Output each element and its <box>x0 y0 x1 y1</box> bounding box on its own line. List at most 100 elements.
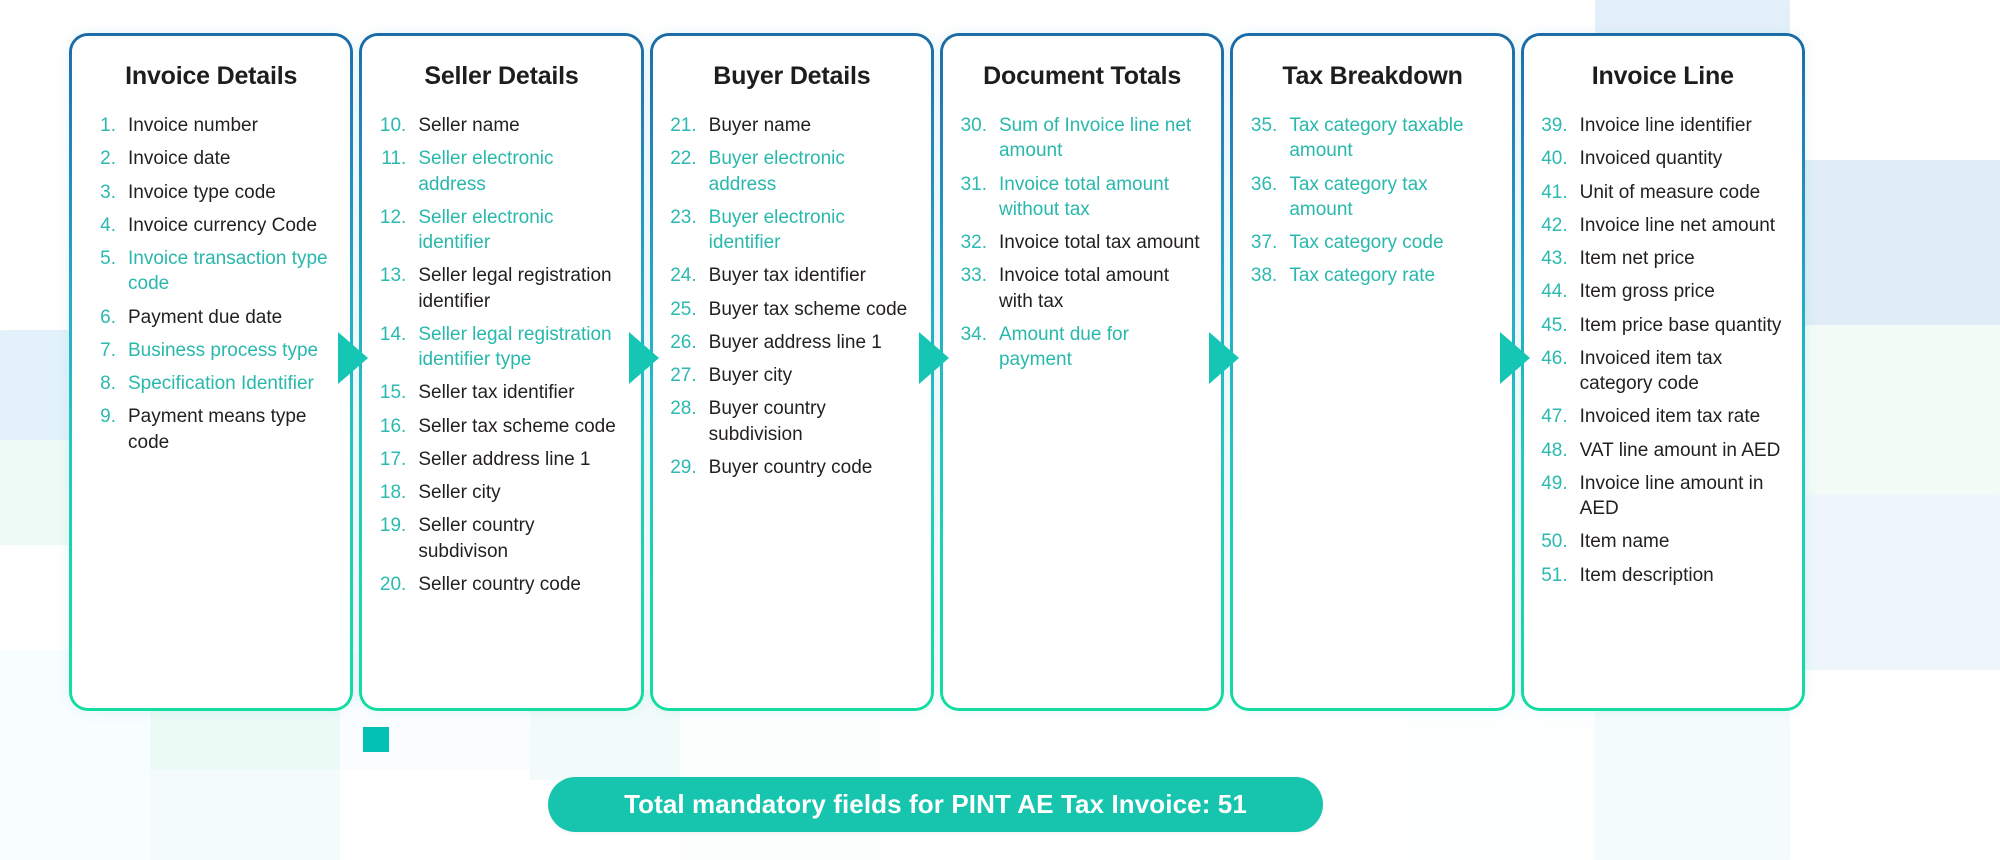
field-label: Seller tax identifier <box>418 382 575 404</box>
field-number: 41. <box>1541 181 1568 203</box>
field-item: 24. Buyer tax identifier <box>669 263 915 288</box>
field-label: Seller electronic address <box>418 148 554 195</box>
card-title: Tax Breakdown <box>1282 62 1463 90</box>
field-item: 35.Tax category taxable amount <box>1249 113 1495 164</box>
field-label: Unit of measure code <box>1579 181 1761 203</box>
field-item: 49. Invoice line amount in AED <box>1540 471 1786 522</box>
field-item: 20. Seller country code <box>378 572 624 597</box>
field-number: 18. <box>379 482 407 504</box>
field-item: 16.Seller tax scheme code <box>378 414 624 439</box>
field-label: Invoice total tax amount <box>998 232 1200 254</box>
flow-arrow-icon <box>629 332 659 384</box>
field-number: 44. <box>1541 281 1568 303</box>
field-number: 8. <box>100 373 116 395</box>
total-fields-banner: Total mandatory fields for PINT AE Tax I… <box>548 777 1323 832</box>
field-item: 34.Amount due for payment <box>959 322 1205 373</box>
field-label: Invoiced item tax category code <box>1579 347 1723 395</box>
field-label: Tax category code <box>1289 232 1444 254</box>
field-item: 25.Buyer tax scheme code <box>669 297 915 322</box>
square-accent <box>363 727 389 752</box>
flow-arrow-icon <box>1209 332 1239 384</box>
field-number: 13. <box>379 265 407 287</box>
field-label: Amount due for payment <box>998 323 1129 371</box>
field-label: Seller electronic identifier <box>418 206 554 254</box>
field-item: 26.Buyer address line 1 <box>669 330 915 355</box>
field-number: 19. <box>379 515 407 537</box>
field-number: 20. <box>379 573 407 595</box>
field-number: 3. <box>100 181 116 203</box>
field-number: 5. <box>100 248 116 270</box>
field-number: 11. <box>381 148 407 170</box>
background-block <box>1790 670 2000 860</box>
field-label: Seller address line 1 <box>418 448 591 470</box>
field-item: 37.Tax category code <box>1249 230 1495 255</box>
field-item: 6.Payment due date <box>88 305 334 330</box>
field-number: 47. <box>1541 406 1568 428</box>
field-label: VAT line amount in AED <box>1579 439 1781 461</box>
field-number: 26. <box>670 331 697 353</box>
field-number: 23. <box>670 206 697 228</box>
field-label: Buyer city <box>708 365 793 387</box>
field-label: Seller legal registration identifier typ… <box>418 323 612 371</box>
field-list: 39.Invoice line identifier 40. Invoiced qu… <box>1540 113 1786 588</box>
field-label: Seller country code <box>418 573 581 595</box>
field-label: Invoice line amount in AED <box>1579 472 1764 520</box>
field-item: 14.Seller legal registration identifier … <box>378 322 624 373</box>
field-number: 21. <box>670 115 697 136</box>
field-label: Invoiced item tax rate <box>1579 406 1761 428</box>
field-label: Buyer electronic address <box>708 148 845 195</box>
field-number: 15. <box>379 382 407 404</box>
field-label: Seller tax scheme code <box>418 415 616 437</box>
field-label: Tax category tax amount <box>1289 173 1428 220</box>
field-list: 30.Sum of Invoice line net amount 31.Invo… <box>959 113 1205 372</box>
field-number: 4. <box>100 214 116 236</box>
flow-arrow-icon <box>1500 332 1530 384</box>
field-label: Buyer tax identifier <box>708 265 867 287</box>
field-number: 46. <box>1541 347 1568 369</box>
field-item: 23.Buyer electronic identifier <box>669 205 915 256</box>
field-label: Seller city <box>418 482 501 504</box>
field-item: 28.Buyer country subdivision <box>669 396 915 447</box>
field-item: 42.Invoice line net amount <box>1540 213 1786 238</box>
field-label: Tax category rate <box>1289 265 1436 287</box>
field-number: 28. <box>670 398 697 420</box>
field-number: 24. <box>670 265 697 287</box>
field-label: Payment means type code <box>128 406 307 453</box>
flow-arrow-icon <box>338 332 368 384</box>
field-label: Item price base quantity <box>1579 314 1782 336</box>
field-number: 35. <box>1250 115 1278 136</box>
card-title: Seller Details <box>424 62 579 90</box>
field-item: 45. Item price base quantity <box>1540 313 1786 338</box>
background-block <box>150 770 340 860</box>
field-number: 17. <box>379 448 407 470</box>
field-number: 1. <box>100 115 116 136</box>
field-item: 7.Business process type <box>88 338 334 363</box>
field-label: Invoice type code <box>128 181 276 203</box>
field-item: 40. Invoiced quantity <box>1540 146 1786 171</box>
field-label: Item gross price <box>1579 281 1715 303</box>
field-item: 12.Seller electronic identifier <box>378 205 624 256</box>
field-item: 31.Invoice total amount without tax <box>959 172 1205 223</box>
field-label: Payment due date <box>128 306 283 328</box>
field-number: 40. <box>1541 148 1568 170</box>
field-item: 43.Item net price <box>1540 246 1786 271</box>
field-number: 49. <box>1541 472 1568 494</box>
flow-arrow-icon <box>919 332 949 384</box>
field-item: 36.Tax category tax amount <box>1249 172 1495 223</box>
field-label: Seller name <box>418 115 520 136</box>
field-item: 9.Payment means type code <box>88 404 334 455</box>
total-fields-banner-text: Total mandatory fields for PINT AE Tax I… <box>624 789 1247 819</box>
field-number: 45. <box>1541 314 1568 336</box>
field-label: Item name <box>1579 531 1670 553</box>
field-item: 5.Invoice transaction type code <box>88 246 334 297</box>
field-item: 30.Sum of Invoice line net amount <box>959 113 1205 164</box>
field-item: 21.Buyer name <box>669 113 915 138</box>
field-item: 39.Invoice line identifier <box>1540 113 1786 138</box>
background-block <box>1790 325 2000 495</box>
field-label: Invoiced quantity <box>1579 148 1723 170</box>
